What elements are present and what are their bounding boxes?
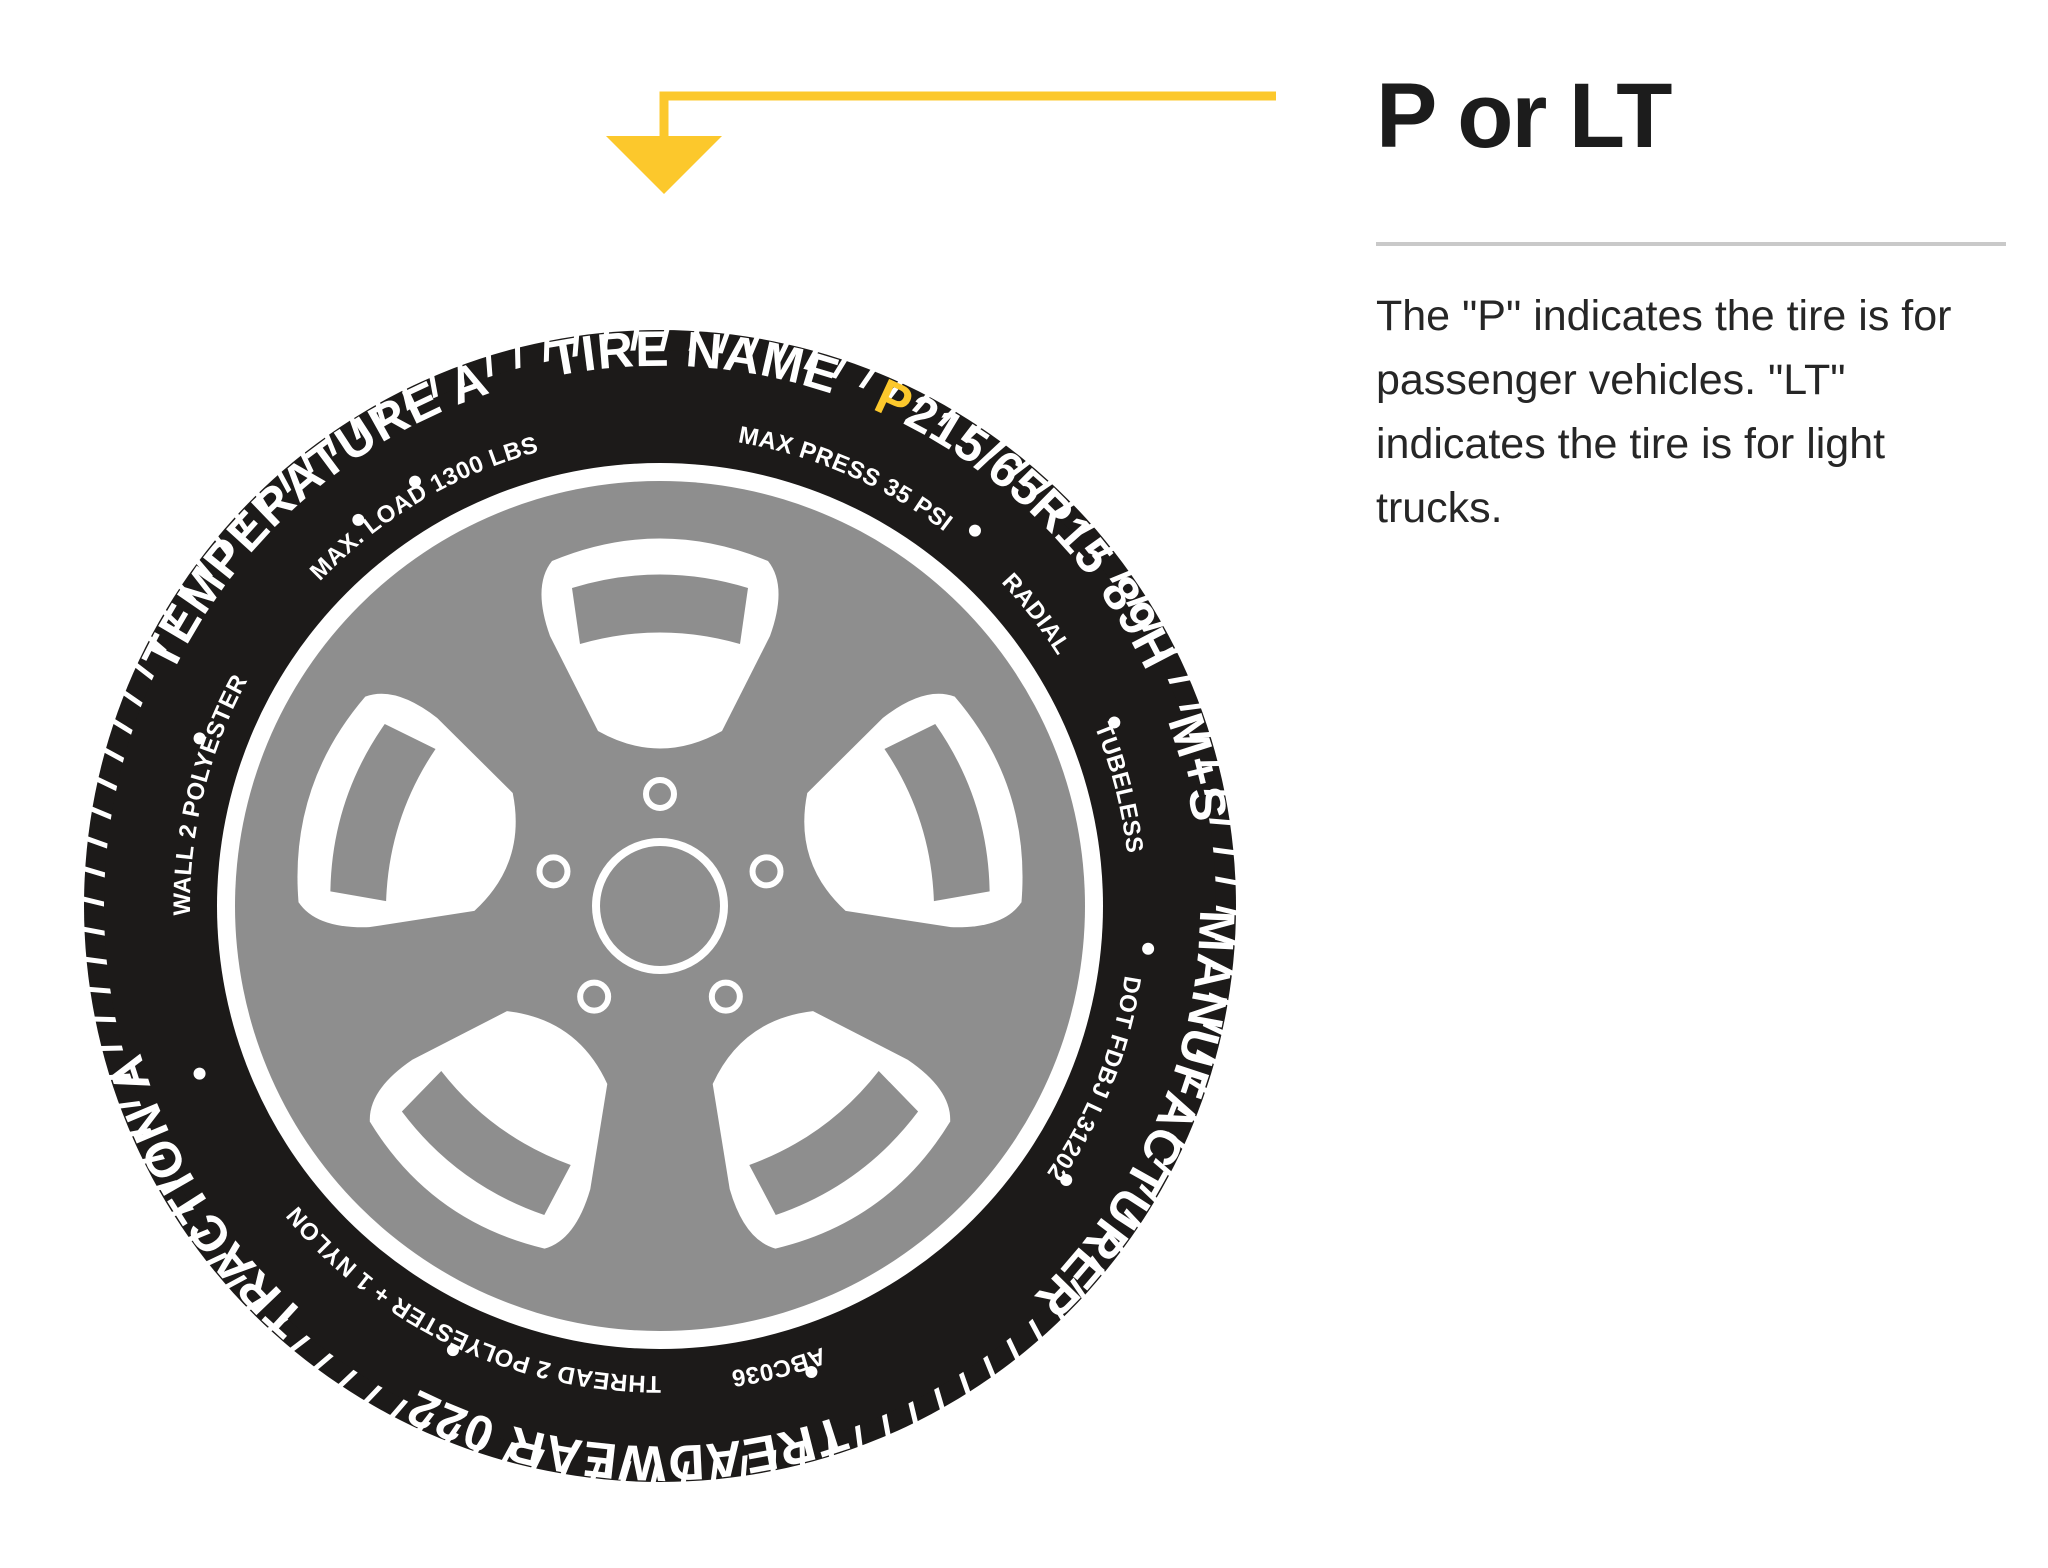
sidewall-dots [193, 475, 1155, 1379]
spoke-band [330, 724, 436, 902]
sidewall-dot [1108, 716, 1121, 729]
spoke [712, 1011, 951, 1249]
spoke [297, 693, 516, 928]
spoke [541, 538, 779, 749]
panel-description: The "P" indicates the tire is for passen… [1376, 292, 1952, 532]
lug-nut [536, 854, 571, 889]
spoke [369, 1011, 608, 1249]
lug-nut [749, 854, 784, 889]
info-panel: P or LT The "P" indicates the tire is fo… [1376, 70, 2006, 540]
sidewall-dot [352, 513, 365, 526]
tire [65, 311, 1255, 1501]
lug-nuts [536, 777, 784, 1014]
hub-ring [592, 838, 728, 974]
spoke [804, 693, 1023, 928]
tire-diagram: P215/65R15 TIRE NAME MAX PRESS 35 PSI RA… [65, 91, 1276, 1501]
lug-nut [577, 979, 612, 1014]
spoke-band [401, 1070, 571, 1215]
sidewall-dot [1142, 942, 1155, 955]
panel-title: P or LT [1376, 65, 1672, 167]
rim-spokes [297, 538, 1023, 1249]
lug-nut [643, 777, 677, 811]
spoke-band [884, 724, 990, 902]
sidewall-dot [968, 524, 981, 537]
down-arrow-icon [606, 136, 722, 194]
sidewall-dot [1060, 1174, 1073, 1187]
sidewall-dot [805, 1366, 818, 1379]
panel-divider [1376, 242, 2006, 246]
sidewall-dot [193, 732, 206, 745]
spoke-band [749, 1070, 919, 1215]
pointer-line [659, 91, 1276, 142]
sidewall-dot [409, 475, 421, 488]
sidewall-dot [193, 1067, 206, 1080]
sidewall-dot [446, 1344, 459, 1357]
lug-nut [708, 979, 743, 1014]
spoke-band [572, 574, 748, 644]
pointer-callout [606, 91, 1276, 194]
